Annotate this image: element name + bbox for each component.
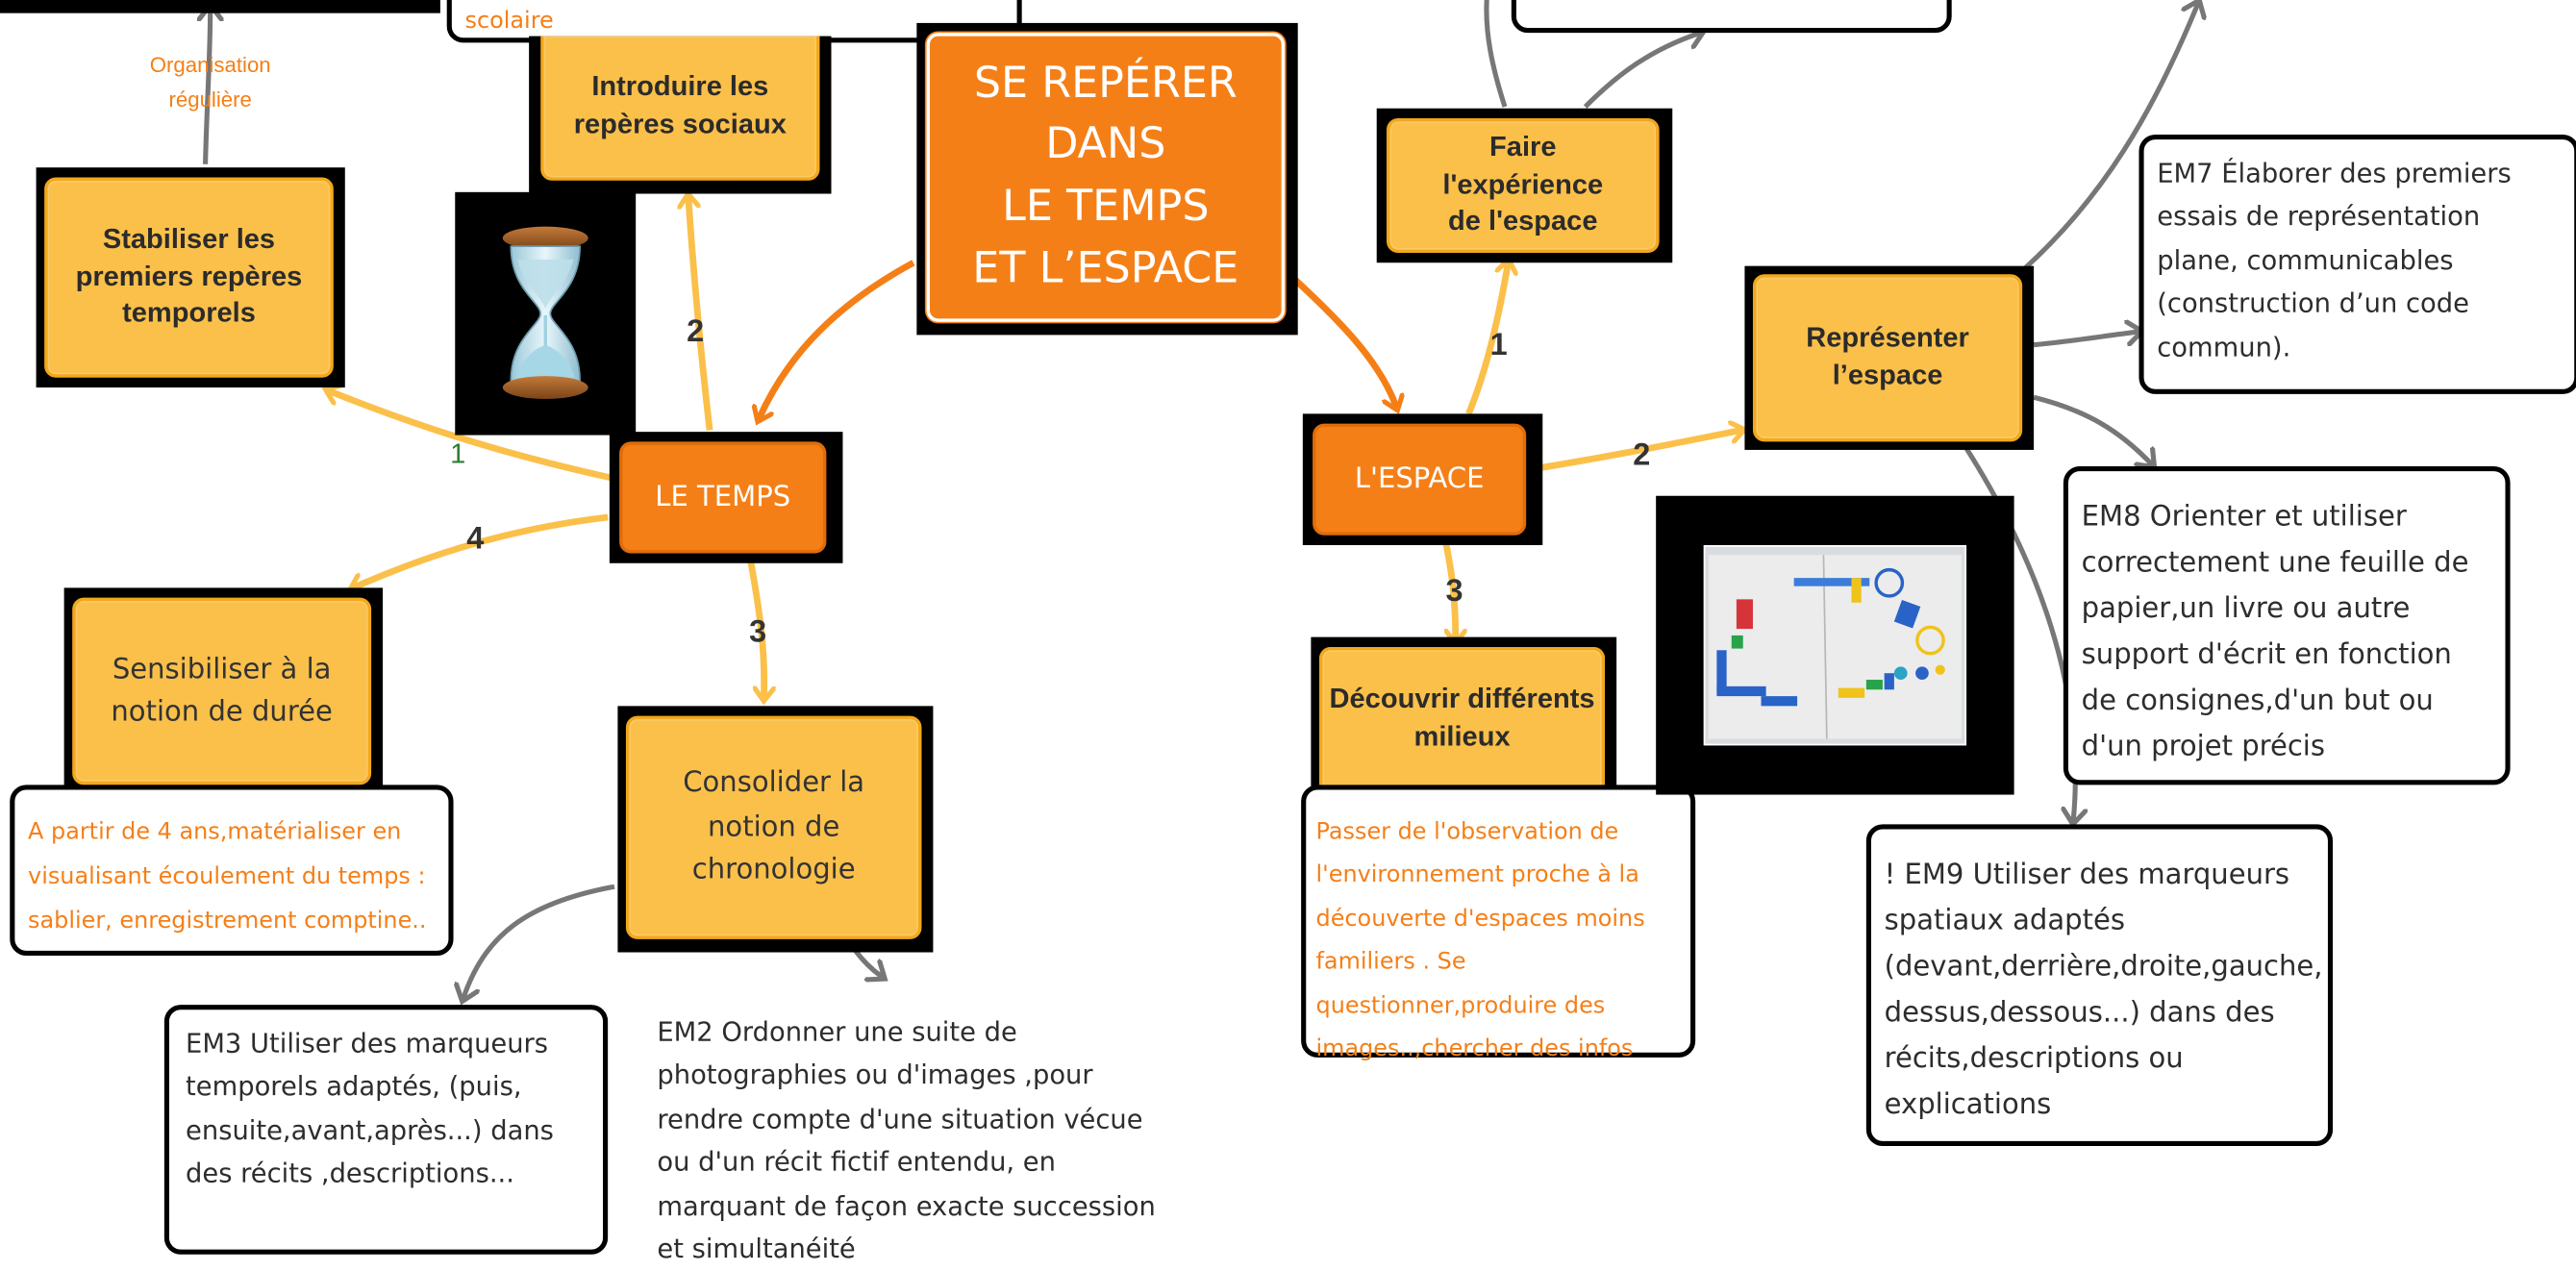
title-line-4: ET L’ESPACE	[972, 243, 1239, 294]
arrow-faire-top-left	[1484, 0, 1508, 108]
espace-frame: L'ESPACE	[1302, 413, 1543, 545]
arrow-temps-3	[747, 561, 764, 698]
note-sablier: A partir de 4 ans,matérialiser en visual…	[10, 785, 454, 956]
arrow-center-espace	[1291, 276, 1396, 407]
arrow-espace-1	[1465, 262, 1508, 415]
center-frame: SE REPÉRER DANS LE TEMPS ET L’ESPACE	[916, 22, 1298, 336]
temps-num-1: 1	[450, 437, 466, 470]
em8-box: EM8 Orienter et utiliser correctement un…	[2063, 466, 2511, 785]
note-milieux: Passer de l'observation de l'environneme…	[1301, 785, 1696, 1062]
temps-num-3: 3	[749, 615, 767, 651]
arrow-temps-2	[688, 197, 713, 431]
stabiliser-frame: Stabiliser les premiers repères temporel…	[36, 167, 345, 388]
arrow-temps-4	[353, 513, 609, 587]
espace-node: L'ESPACE	[1313, 423, 1527, 536]
arrow-representer-em8	[2033, 394, 2152, 464]
arrow-temps-1	[329, 390, 613, 482]
partial-box-top-right	[1511, 0, 1952, 34]
photo-frame	[1656, 495, 2014, 795]
arrow-consolider-em2	[852, 947, 882, 977]
consolider-frame: Consolider la notion de chronologie	[617, 706, 934, 953]
faire-node: Faire l'expérience de l'espace	[1386, 117, 1660, 254]
decouvrir-node: Découvrir différents milieux	[1318, 646, 1606, 788]
sensibiliser-node: Sensibiliser à la notion de durée	[72, 597, 372, 785]
temps-num-4: 4	[466, 522, 485, 557]
arrow-espace-3	[1442, 540, 1455, 640]
sensibiliser-frame: Sensibiliser à la notion de durée	[63, 587, 384, 792]
temps-node: LE TEMPS	[619, 441, 827, 554]
arrow-representer-em7	[2023, 3, 2198, 270]
introduire-node: Introduire les repères sociaux	[540, 36, 820, 181]
arrow-center-temps	[759, 260, 915, 418]
representer-node: Représenter l’espace	[1752, 274, 2023, 442]
hourglass-frame	[455, 191, 637, 436]
em3-box: EM3 Utiliser des marqueurs temporels ada…	[163, 1005, 609, 1255]
partial-box-top-left	[0, 0, 440, 13]
consolider-node: Consolider la notion de chronologie	[625, 715, 922, 939]
organisation-label: Organisation régulière	[149, 52, 271, 112]
scolaire-fragment: scolaire	[464, 8, 554, 35]
title-line-1: SE REPÉRER	[973, 58, 1238, 109]
espace-num-3: 3	[1445, 574, 1463, 610]
representer-frame: Représenter l’espace	[1744, 265, 2035, 450]
arrow-representer-em7b	[2033, 332, 2138, 348]
em7-box: EM7 Élaborer des premiers essais de repr…	[2138, 135, 2576, 394]
introduire-frame: Introduire les repères sociaux	[529, 36, 832, 194]
arrow-espace-2	[1538, 430, 1741, 472]
stabiliser-node: Stabiliser les premiers repères temporel…	[44, 177, 334, 378]
classroom-photo	[1703, 544, 1967, 746]
temps-frame: LE TEMPS	[609, 432, 843, 563]
arrow-stabiliser-up	[206, 9, 211, 164]
title-line-3: LE TEMPS	[1002, 182, 1210, 232]
espace-num-1: 1	[1489, 328, 1508, 363]
em9-box: ! EM9 Utiliser des marqueurs spatiaux ad…	[1865, 824, 2334, 1147]
faire-frame: Faire l'expérience de l'espace	[1376, 108, 1673, 263]
hourglass-icon	[502, 226, 588, 399]
em2-text: EM2 Ordonner une suite de photographies …	[640, 1001, 1200, 1265]
arrow-consolider-em3	[463, 884, 615, 998]
arrow-faire-top-right	[1583, 33, 1701, 109]
espace-num-2: 2	[1633, 437, 1651, 473]
decouvrir-frame: Découvrir différents milieux	[1311, 636, 1617, 788]
title-line-2: DANS	[1045, 120, 1166, 170]
center-title: SE REPÉRER DANS LE TEMPS ET L’ESPACE	[926, 33, 1286, 322]
temps-num-2: 2	[687, 314, 705, 350]
